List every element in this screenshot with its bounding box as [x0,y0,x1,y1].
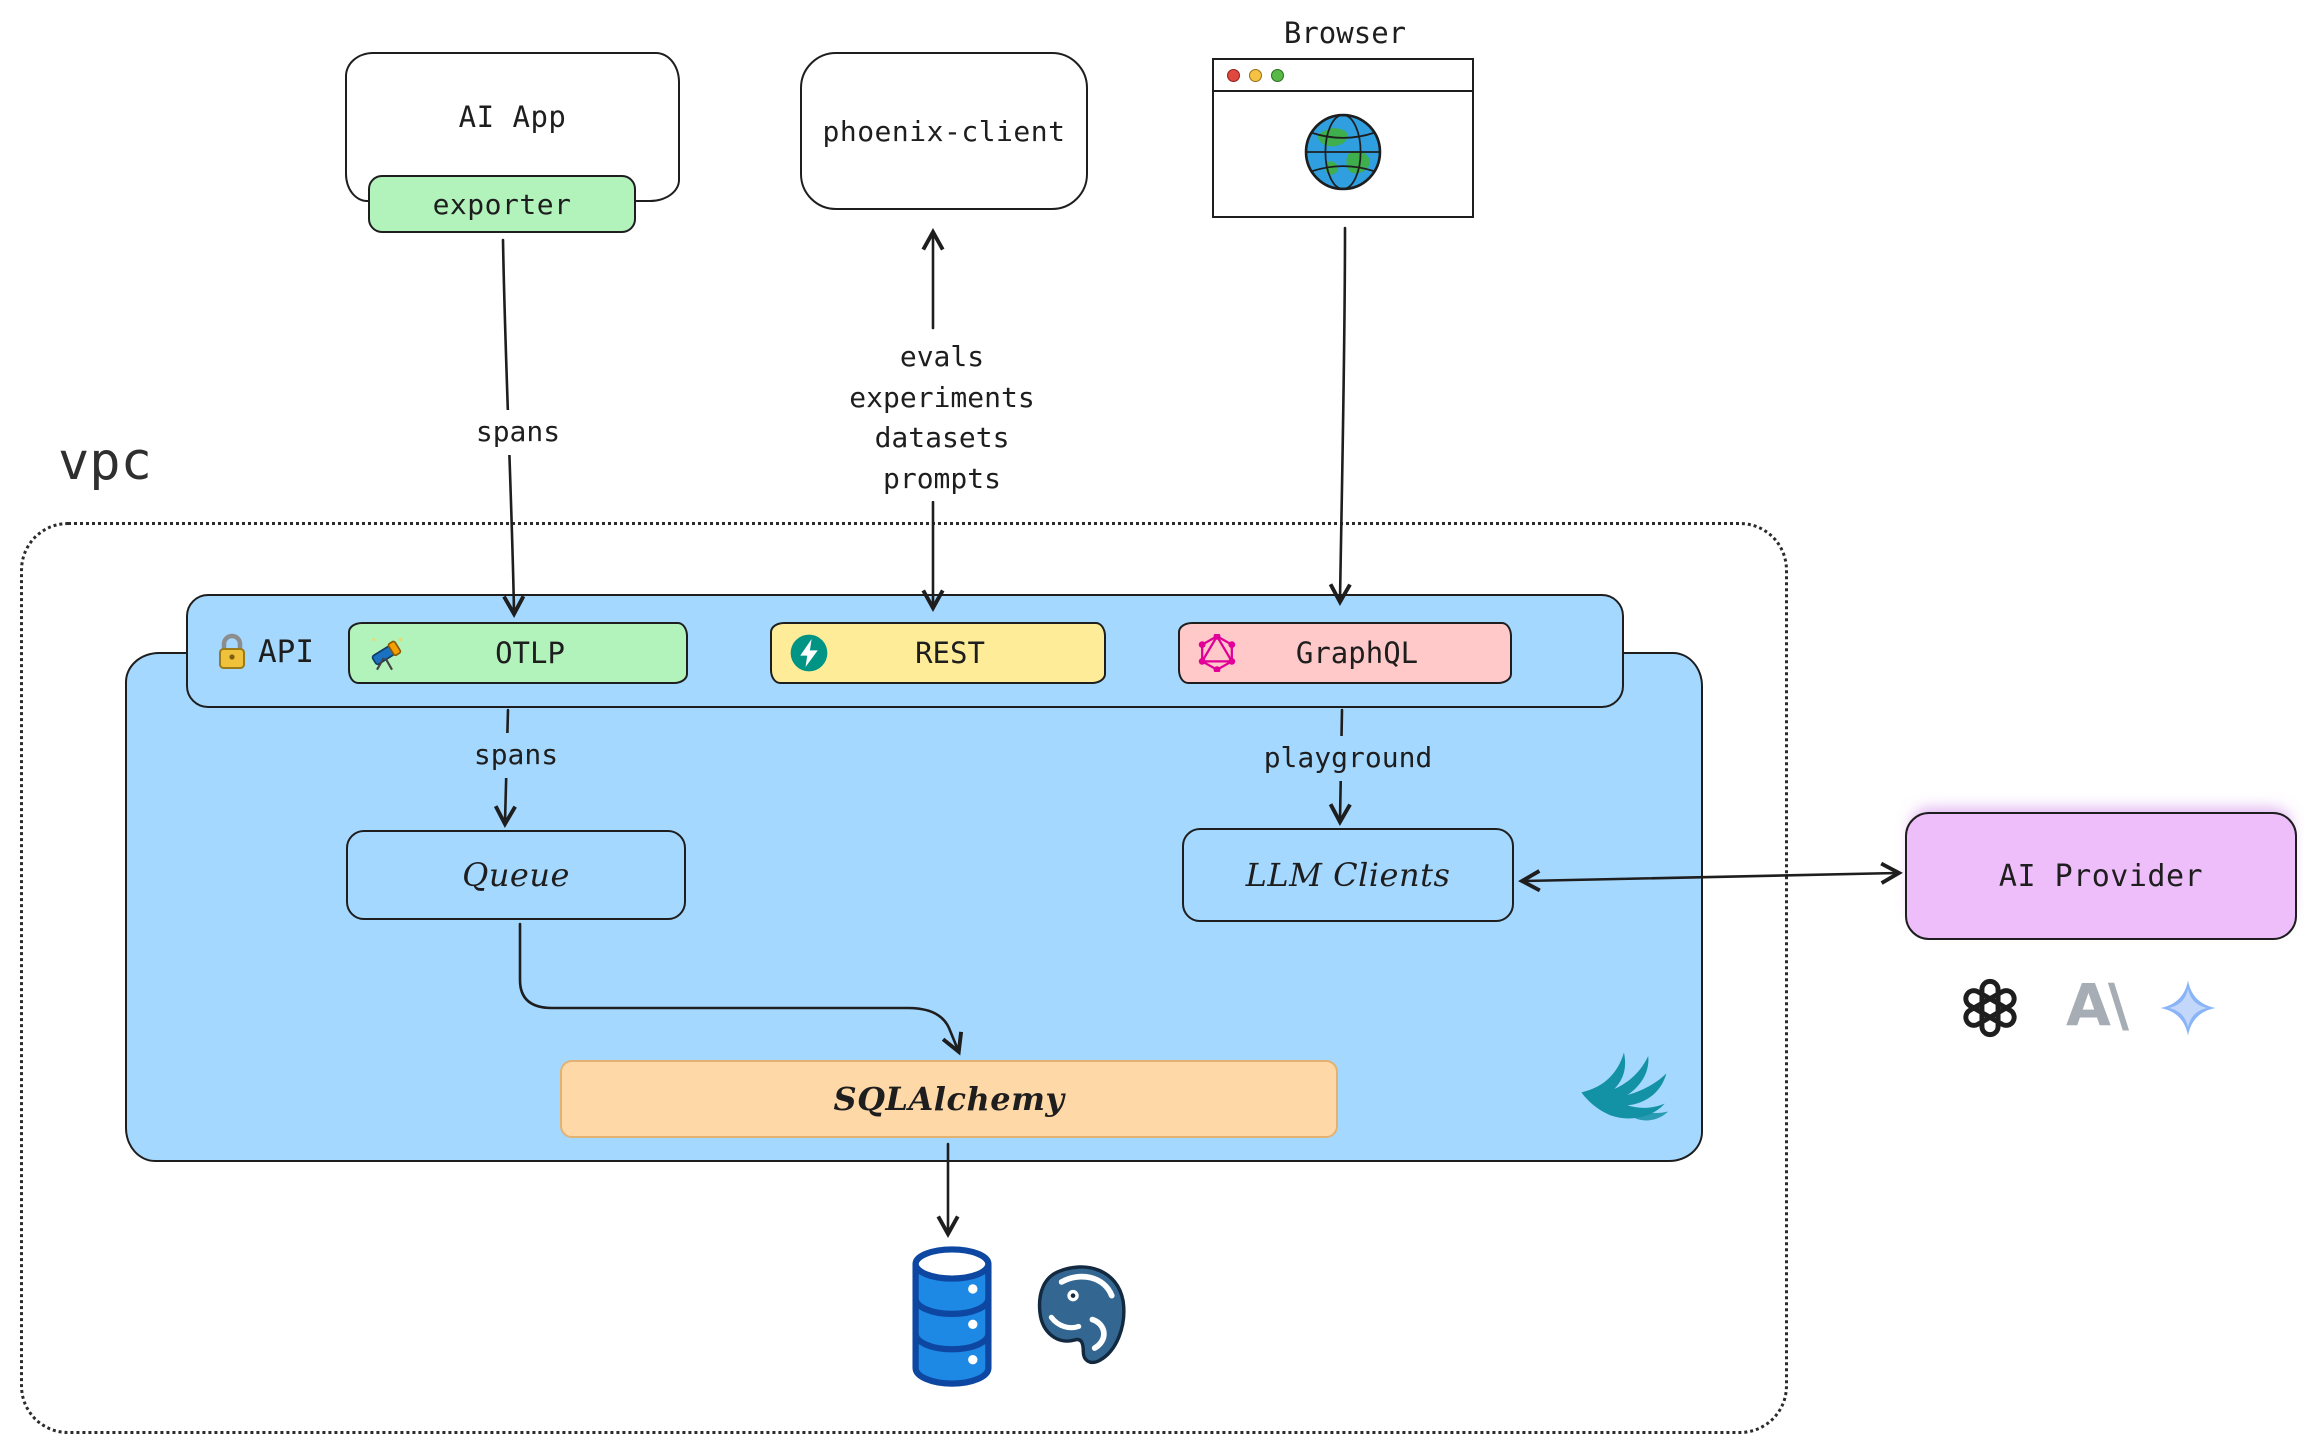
browser-dot-red [1227,68,1240,82]
phoenix-bird-icon [1578,1038,1682,1130]
fastapi-lightning-icon [788,632,830,674]
browser-dot-green [1271,68,1284,82]
graphql-hexagram-icon [1196,632,1238,674]
llm-clients-label: LLM Clients [1245,856,1451,894]
otlp-label: OTLP [495,636,565,670]
browser-window [1212,58,1474,218]
edge-label-evals: evals [899,340,985,373]
vpc-label: vpc [58,432,152,492]
lock-icon [214,632,250,670]
edge-label-spans-top: spans [448,410,588,455]
postgresql-elephant-icon [1024,1258,1138,1376]
openai-logo-icon [1958,976,2022,1040]
gemini-sparkle-icon [2156,976,2220,1040]
phoenix-client-node: phoenix-client [800,52,1088,210]
exporter-label: exporter [432,187,572,221]
edge-label-prompts: prompts [882,461,1001,495]
graphql-label: GraphQL [1295,636,1419,670]
telescope-icon [366,632,408,674]
exporter-badge: exporter [368,175,636,233]
rest-endpoint: REST [770,622,1106,684]
sqlalchemy-label: SQLAlchemy [833,1080,1065,1118]
edge-label-spans-inner: spans [440,733,592,778]
api-label: API [258,634,314,670]
globe-icon [1299,108,1387,200]
edge-label-client-operations: evals experiments datasets prompts [808,335,1076,502]
ai-provider-node: AI Provider [1905,812,2297,940]
browser-dot-yellow [1249,68,1262,82]
rest-label: REST [915,636,985,670]
queue-node: Queue [346,830,686,920]
browser-title: Browser [1283,16,1407,50]
graphql-endpoint: GraphQL [1178,622,1512,684]
database-cylinder-icon [900,1243,1004,1393]
edge-label-experiments: experiments [849,380,1035,414]
edge-label-playground: playground [1232,736,1464,781]
ai-app-label: AI App [458,100,567,134]
anthropic-logo: A\ [2065,971,2129,1039]
ai-provider-label: AI Provider [1998,858,2204,894]
otlp-endpoint: OTLP [348,622,688,684]
edge-label-datasets: datasets [874,421,1010,455]
sqlalchemy-node: SQLAlchemy [560,1060,1338,1138]
llm-clients-node: LLM Clients [1182,828,1514,922]
phoenix-client-label: phoenix-client [822,114,1066,148]
vpc-boundary [20,522,1788,1434]
queue-label: Queue [462,856,570,894]
